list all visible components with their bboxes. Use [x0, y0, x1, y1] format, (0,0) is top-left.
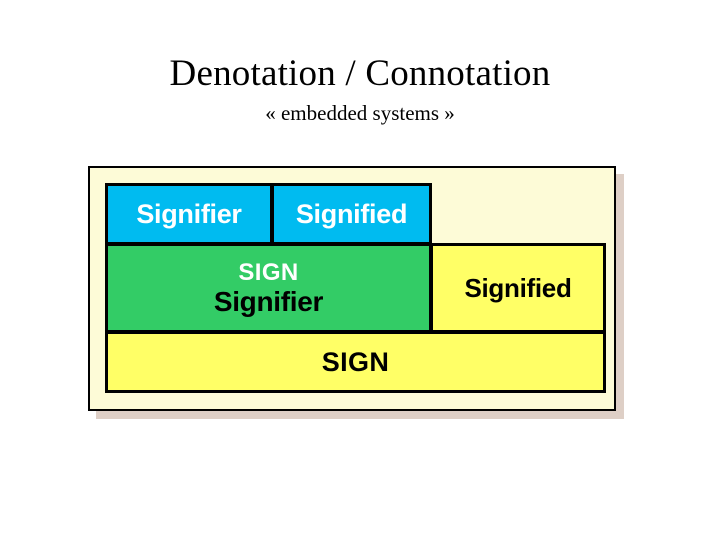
cell-myth-sign: SIGN	[105, 331, 606, 393]
title-block: Denotation / Connotation « embedded syst…	[0, 52, 720, 126]
cell-label: Signifier	[136, 198, 242, 229]
cell-connotation-signified: Signified	[430, 243, 606, 333]
page-subtitle: « embedded systems »	[265, 101, 455, 125]
cell-label-bottom: Signifier	[213, 286, 324, 317]
cell-denotation-signified: Signified	[271, 183, 432, 245]
denotation-connotation-diagram: Signifier Signified SIGN Signifier Signi…	[88, 166, 616, 411]
cell-label: Signified	[464, 272, 572, 303]
cell-denotation-signifier: Signifier	[105, 183, 273, 245]
cell-label-top: SIGN	[238, 259, 299, 286]
page-title: Denotation / Connotation	[169, 53, 551, 94]
cell-label: SIGN	[321, 346, 390, 377]
cell-connotation-sign-signifier: SIGN Signifier	[105, 243, 432, 333]
cell-label: Signified	[295, 198, 408, 229]
